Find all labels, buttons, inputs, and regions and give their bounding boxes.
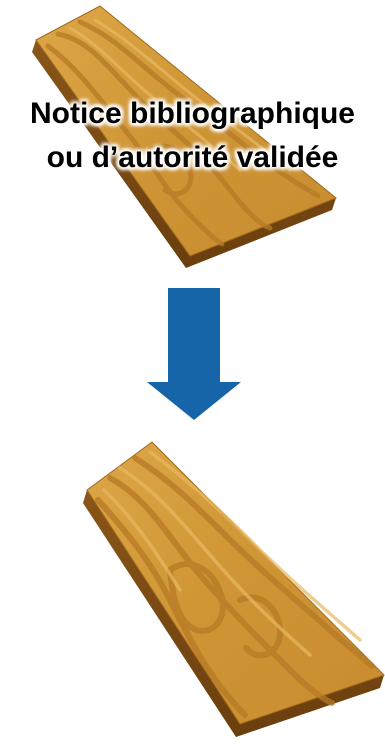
top-plank-icon [32, 5, 337, 268]
bottom-plank-icon [83, 441, 385, 737]
caption: Notice bibliographique ou d’autorité val… [0, 92, 385, 180]
caption-line-1: Notice bibliographique [29, 97, 355, 130]
caption-line-2: ou d’autorité validée [46, 141, 339, 174]
bottom-plank-grain [95, 455, 375, 718]
top-plank-grain [45, 19, 321, 247]
down-arrow-icon [147, 288, 241, 420]
